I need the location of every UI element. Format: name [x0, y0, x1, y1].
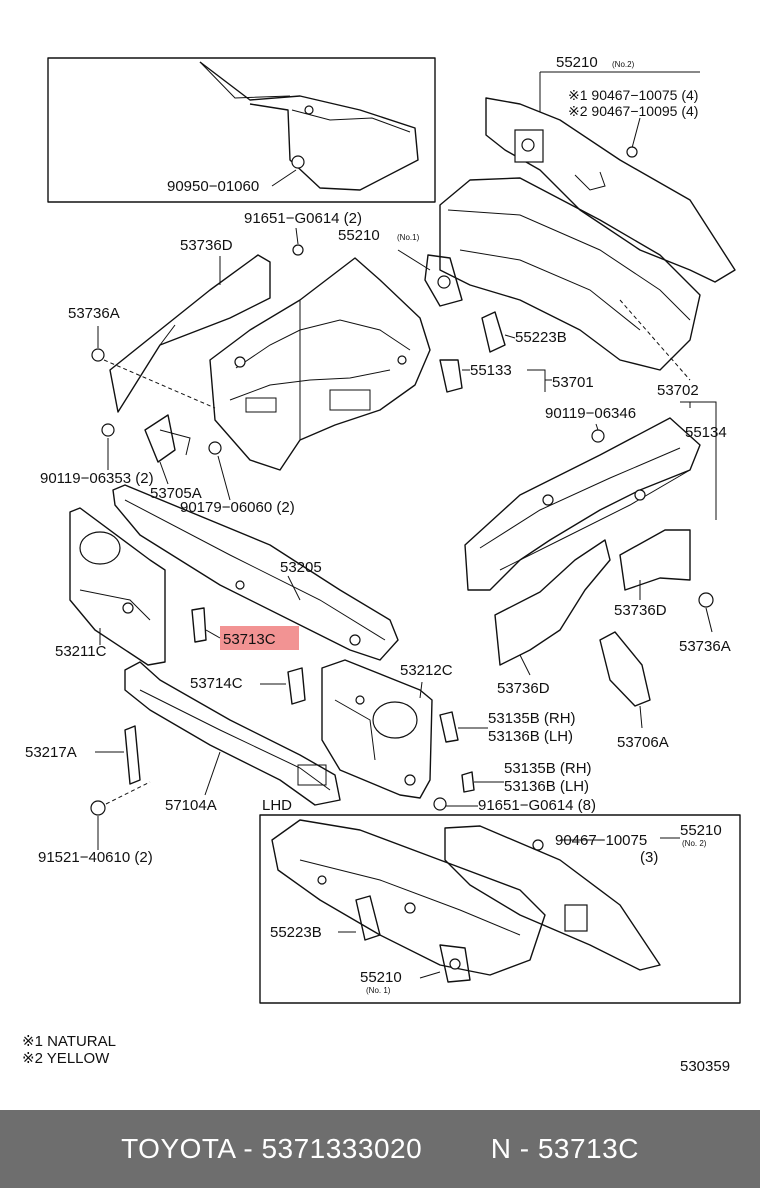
seal-53736d-bottom — [494, 539, 611, 666]
diagram-code: 530359 — [680, 1058, 730, 1075]
callout-91651-8: 91651−G0614 (8) — [478, 797, 596, 814]
parts-diagram: 90950−01060 55210 (No.2) ※1 90467−10075 … — [22, 54, 741, 1075]
dash-insulator-no2 — [485, 97, 736, 283]
inset-panel-part — [199, 61, 419, 191]
callout-53736a-right: 53736A — [679, 638, 731, 655]
callout-90119-06346: 90119−06346 — [545, 405, 636, 422]
inset-box-top — [47, 57, 436, 203]
highlight-53713c — [220, 626, 299, 650]
lhd-dash-panel — [271, 819, 546, 976]
callout-90467-10075-4: ※1 90467−10075 (4) — [568, 87, 698, 103]
callout-53135b-1: 53135B (RH) — [488, 710, 576, 727]
svg-text:(No. 1): (No. 1) — [366, 986, 391, 995]
callout-53714c: 53714C — [190, 675, 243, 692]
callout-55210-lhd-no1: 55210 — [360, 969, 402, 986]
callout-53705a: 53705A — [150, 485, 202, 502]
footer-reference: N - 53713C — [490, 1133, 639, 1164]
callout-90467-lhd: 90467−10075 — [555, 832, 647, 849]
callout-53136b-1: 53136B (LH) — [488, 728, 573, 745]
pad-55223b — [481, 311, 506, 353]
callout-90950: 90950−01060 — [167, 178, 259, 195]
callout-91521: 91521−40610 (2) — [38, 849, 153, 866]
crossmember-57104a — [124, 661, 341, 806]
lhd-insulator-no2 — [444, 825, 661, 971]
side-panel-53212c — [321, 659, 433, 799]
svg-text:(No.1): (No.1) — [397, 233, 420, 242]
legend-note-1: ※1 NATURAL — [22, 1033, 116, 1050]
callout-53211c: 53211C — [55, 643, 107, 660]
callout-53736d-top: 53736D — [180, 237, 233, 254]
legend-note-2: ※2 YELLOW — [22, 1050, 110, 1067]
bracket-55133 — [439, 359, 463, 393]
callout-53205: 53205 — [280, 559, 322, 576]
callout-53136b-2: 53136B (LH) — [504, 778, 589, 795]
callout-55210-lhd-no2: 55210 — [680, 822, 722, 839]
callout-90119-06353: 90119−06353 (2) — [40, 470, 154, 487]
callout-55223b-lhd: 55223B — [270, 924, 322, 941]
lhd-label: LHD — [262, 797, 292, 814]
callout-55134: 55134 — [685, 424, 727, 441]
bracket-53705a — [144, 414, 176, 463]
dash-panel-53701 — [439, 177, 701, 371]
insulator-no1 — [424, 254, 463, 307]
callout-55210-no2: 55210 — [556, 54, 598, 71]
side-member-53702 — [464, 417, 701, 591]
apron-53701 — [209, 257, 431, 471]
svg-text:(No. 2): (No. 2) — [682, 839, 707, 848]
seal-53736d-top — [109, 254, 271, 413]
bracket-53706a — [599, 631, 651, 707]
bracket-53714c — [287, 667, 306, 705]
footer-text: TOYOTA - 5371333020 N - 53713C — [0, 1110, 760, 1188]
seal-53736d-right — [619, 529, 691, 591]
footer-bar: TOYOTA - 5371333020 N - 53713C — [0, 1110, 760, 1188]
callout-53736d-right: 53736D — [614, 602, 667, 619]
upper-support-53205 — [112, 484, 399, 661]
callout-55133: 55133 — [470, 362, 512, 379]
callout-53713c: 53713C — [223, 631, 276, 648]
callout-55223b-top: 55223B — [515, 329, 567, 346]
callout-91651-2: 91651−G0614 (2) — [244, 210, 362, 227]
svg-text:(No.2): (No.2) — [612, 60, 635, 69]
callout-53736d-bottom: 53736D — [497, 680, 550, 697]
bracket-53713c — [191, 607, 207, 643]
lhd-pad-55223b — [355, 895, 381, 941]
callout-53702: 53702 — [657, 382, 699, 399]
callout-53706a: 53706A — [617, 734, 669, 751]
lhd-insulator-no1 — [439, 944, 471, 983]
footer-part-number: TOYOTA - 5371333020 — [121, 1133, 423, 1164]
callout-53701: 53701 — [552, 374, 594, 391]
callout-90467-lhd-qty: (3) — [640, 849, 658, 866]
callout-53217a: 53217A — [25, 744, 77, 761]
callout-53212c: 53212C — [400, 662, 453, 679]
inset-box-lhd — [259, 814, 741, 1004]
callout-55210-no1: 55210 — [338, 227, 380, 244]
callout-53736a-left: 53736A — [68, 305, 120, 322]
callout-57104a: 57104A — [165, 797, 217, 814]
callout-53135b-2: 53135B (RH) — [504, 760, 592, 777]
brace-53217a — [124, 725, 141, 785]
callout-90467-10095-4: ※2 90467−10095 (4) — [568, 103, 698, 119]
side-panel-53211c — [69, 507, 166, 666]
callout-90179: 90179−06060 (2) — [180, 499, 295, 516]
